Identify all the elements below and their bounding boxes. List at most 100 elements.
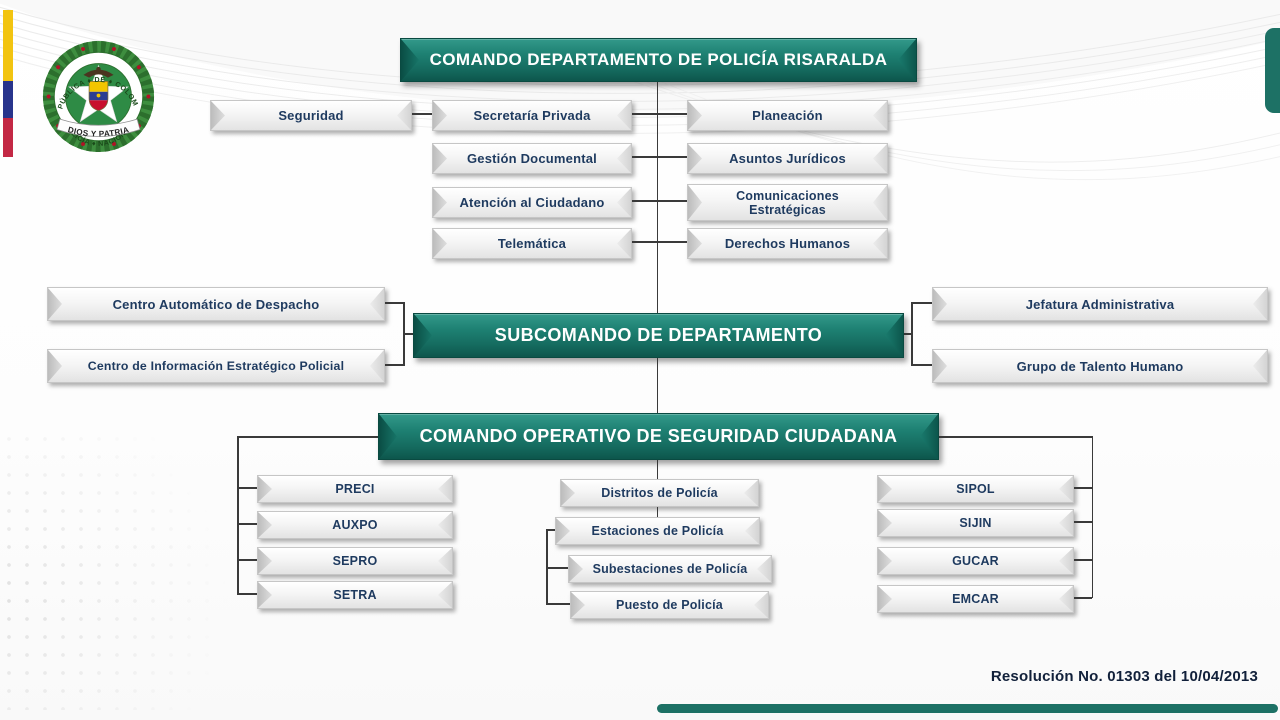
label: AUXPO — [332, 518, 378, 532]
connector-l3-right-v — [1091, 436, 1093, 598]
coat-of-arms — [83, 66, 114, 112]
node-preci: PRECI — [257, 475, 453, 503]
colombia-flag-strip — [3, 10, 13, 157]
node-telematica: Telemática — [432, 228, 632, 259]
label: SIPOL — [956, 482, 995, 496]
node-seguridad: Seguridad — [210, 100, 412, 131]
label: COMANDO OPERATIVO DE SEGURIDAD CIUDADANA — [419, 426, 898, 446]
connector-center-mid — [656, 356, 658, 413]
node-planeacion: Planeación — [687, 100, 888, 131]
label: Asuntos Jurídicos — [729, 151, 846, 166]
connector-l3-left-v — [237, 436, 239, 594]
label: SIJIN — [959, 516, 992, 530]
connector-l3-right-stub1 — [1072, 487, 1092, 489]
connector-mid-bracket — [546, 529, 548, 604]
flag-blue-band — [3, 81, 13, 118]
connector-row1-left — [410, 113, 432, 115]
node-comando-departamento: COMANDO DEPARTAMENTO DE POLICÍA RISARALD… — [400, 38, 917, 82]
connector-l3-left-stub1 — [237, 487, 257, 489]
node-auxpo: AUXPO — [257, 511, 453, 539]
node-comando-operativo: COMANDO OPERATIVO DE SEGURIDAD CIUDADANA — [378, 413, 939, 460]
node-jefatura-administrativa: Jefatura Administrativa — [932, 287, 1268, 321]
node-sijin: SIJIN — [877, 509, 1074, 537]
label: Atención al Ciudadano — [459, 195, 605, 210]
node-centro-automatico-despacho: Centro Automático de Despacho — [47, 287, 385, 321]
label: Subestaciones de Policía — [592, 562, 748, 576]
svg-text:DIOS Y PATRIA: DIOS Y PATRIA — [67, 125, 130, 138]
connector-l2-left-stub2 — [383, 364, 404, 366]
node-emcar: EMCAR — [877, 585, 1074, 613]
node-centro-informacion-estrategico: Centro de Información Estratégico Polici… — [47, 349, 385, 383]
node-estaciones-policia: Estaciones de Policía — [555, 517, 760, 545]
label: Seguridad — [278, 108, 344, 123]
label: Grupo de Talento Humano — [1016, 358, 1184, 374]
node-comunicaciones-estrategicas: Comunicaciones Estratégicas — [687, 184, 888, 221]
label: Telemática — [497, 236, 567, 251]
node-gestion-documental: Gestión Documental — [432, 143, 632, 174]
label: PRECI — [335, 482, 375, 496]
label: Centro de Información Estratégico Polici… — [87, 359, 345, 373]
label: Puesto de Policía — [616, 598, 723, 612]
label: Estaciones de Policía — [591, 524, 724, 538]
connector-l3-right-stub3 — [1072, 559, 1092, 561]
connector-l3-left-h — [237, 436, 378, 438]
connector-l3-left-stub3 — [237, 559, 257, 561]
node-setra: SETRA — [257, 581, 453, 609]
label: Derechos Humanos — [724, 236, 851, 251]
connector-l2-left-mid — [403, 333, 413, 335]
node-secretaria-privada: Secretaría Privada — [432, 100, 632, 131]
node-asuntos-juridicos: Asuntos Jurídicos — [687, 143, 888, 174]
label: Planeación — [752, 108, 823, 123]
label: Secretaría Privada — [473, 108, 591, 123]
resolution-note: Resolución No. 01303 del 10/04/2013 — [990, 668, 1258, 685]
node-derechos-humanos: Derechos Humanos — [687, 228, 888, 259]
police-national-logo: REPÚBLICA ♦ DE ♦ COLOMBIA POLICÍA ♦ NACI… — [42, 40, 155, 153]
node-puesto-policia: Puesto de Policía — [570, 591, 769, 619]
halftone-dots-pattern — [0, 430, 260, 710]
label: Distritos de Policía — [601, 486, 718, 500]
connector-center-top — [656, 80, 658, 313]
label: SEPRO — [332, 554, 378, 568]
connector-l2-right-stub2 — [912, 364, 932, 366]
connector-mid-stub-top — [546, 529, 556, 531]
node-subcomando: SUBCOMANDO DE DEPARTAMENTO — [413, 313, 904, 358]
background-swirl-lines — [0, 0, 1280, 181]
node-sipol: SIPOL — [877, 475, 1074, 503]
node-atencion-ciudadano: Atención al Ciudadano — [432, 187, 632, 218]
connector-mid-v1 — [656, 505, 658, 517]
label: Jefatura Administrativa — [1025, 296, 1175, 312]
label: SETRA — [333, 588, 377, 602]
connector-row3 — [630, 200, 687, 202]
node-distritos-policia: Distritos de Policía — [560, 479, 759, 507]
node-subestaciones-policia: Subestaciones de Policía — [568, 555, 772, 583]
label: Comunicaciones Estratégicas — [736, 188, 839, 217]
connector-l3-right-h — [937, 436, 1093, 438]
connector-l3-left-stub4 — [237, 593, 257, 595]
label: Gestión Documental — [466, 151, 597, 166]
connector-l3-right-stub2 — [1072, 521, 1092, 523]
flag-yellow-band — [3, 10, 13, 81]
connector-mid-stub-mid — [546, 567, 568, 569]
label: SUBCOMANDO DE DEPARTAMENTO — [494, 325, 823, 345]
node-gucar: GUCAR — [877, 547, 1074, 575]
label: GUCAR — [952, 554, 999, 568]
connector-l3-right-stub4 — [1072, 597, 1092, 599]
connector-row4 — [630, 241, 687, 243]
connector-l2-right-mid — [902, 333, 912, 335]
connector-row1-right — [630, 113, 687, 115]
label: Centro Automático de Despacho — [112, 296, 320, 312]
connector-center-bottom — [656, 458, 658, 479]
label: COMANDO DEPARTAMENTO DE POLICÍA RISARALD… — [429, 50, 888, 69]
connector-l2-left-stub1 — [383, 302, 404, 304]
label: EMCAR — [952, 592, 999, 606]
node-sepro: SEPRO — [257, 547, 453, 575]
node-grupo-talento-humano: Grupo de Talento Humano — [932, 349, 1268, 383]
flag-red-band — [3, 118, 13, 157]
connector-l2-right-stub1 — [912, 302, 932, 304]
connector-l3-left-stub2 — [237, 523, 257, 525]
logo-banner-text: DIOS Y PATRIA — [67, 125, 130, 138]
connector-row2 — [630, 156, 687, 158]
right-edge-accent-tab — [1265, 28, 1280, 113]
connector-mid-stub-bot — [546, 603, 570, 605]
bottom-accent-bar — [657, 704, 1278, 713]
